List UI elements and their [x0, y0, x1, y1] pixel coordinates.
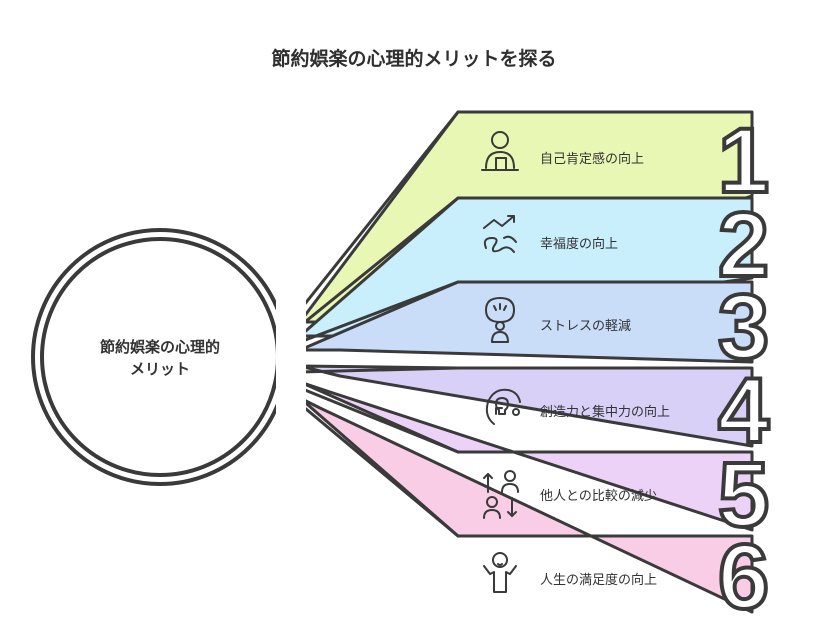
person-podium-icon [481, 131, 519, 171]
lightbulb-head-icon [485, 388, 521, 425]
diagram-title: 節約娯楽の心理的メリットを探る [271, 48, 557, 70]
happy-person-icon [483, 552, 517, 593]
item-number-6: 6 [718, 526, 769, 628]
item-label-2: 幸福度の向上 [540, 237, 619, 252]
item-number-5: 5 [718, 444, 769, 546]
item-number-4: 4 [718, 360, 769, 462]
people-compare-icon [483, 470, 519, 519]
item-label-5: 他人との比較の減少 [540, 489, 657, 504]
item-number-3: 3 [718, 276, 769, 378]
item-label-4: 創造力と集中力の向上 [540, 405, 671, 420]
center-label-line2: メリット [129, 360, 190, 378]
item-label-6: 人生の満足度の向上 [540, 573, 658, 588]
center-label-line1: 節約娯楽の心理的 [99, 338, 220, 356]
item-number-1: 1 [718, 110, 769, 212]
center-label: 節約娯楽の心理的 メリット [72, 336, 248, 380]
center-circle [31, 228, 306, 486]
trend-up-icon [483, 215, 517, 253]
item-number-2: 2 [718, 194, 769, 296]
stress-relief-icon [485, 297, 515, 343]
item-label-1: 自己肯定感の向上 [540, 152, 645, 167]
item-label-3: ストレスの軽減 [540, 319, 632, 334]
